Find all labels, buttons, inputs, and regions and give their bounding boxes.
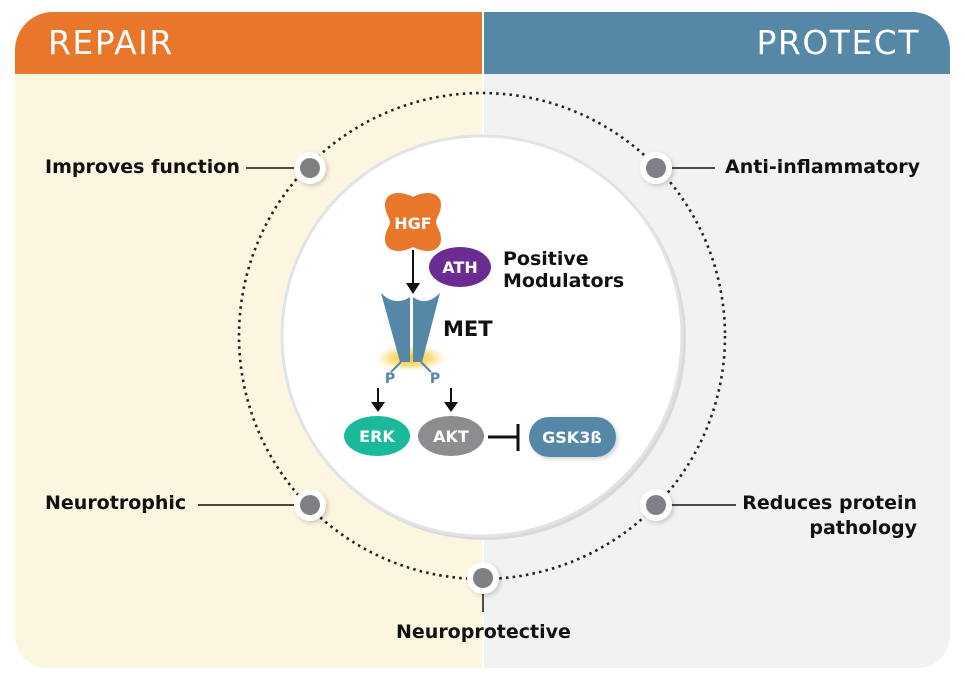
node-reduces-protein [640, 489, 672, 521]
protect-header-label: PROTECT [756, 23, 920, 62]
phospho-left: P [385, 371, 395, 387]
gsk3b-pill [529, 417, 616, 457]
node-neuroprotective [467, 562, 499, 594]
akt-oval [418, 416, 484, 456]
arrow-erk-head-icon [371, 402, 385, 412]
modulators-label-line2: Modulators [503, 270, 624, 292]
label-reduces-protein-line2: pathology [809, 517, 917, 539]
erk-oval [344, 416, 410, 456]
arrow-akt-head-icon [444, 402, 458, 412]
ath-label: ATH [442, 258, 477, 277]
met-label: MET [443, 317, 493, 341]
hgf-label: HGF [394, 214, 431, 233]
met-receptor [381, 293, 440, 373]
label-reduces-protein-line1: Reduces protein [742, 492, 917, 514]
orbit-dotted-circle [237, 91, 727, 581]
repair-header-label: REPAIR [48, 23, 174, 62]
ath-oval [429, 247, 491, 287]
akt-label: AKT [433, 427, 469, 446]
label-anti-inflammatory: Anti-inflammatory [725, 156, 920, 178]
phosphorylation-glow [375, 345, 447, 371]
modulators-label-line1: Positive [503, 248, 589, 270]
hgf-ligand: HGF [385, 193, 441, 251]
label-neurotrophic: Neurotrophic [45, 492, 187, 514]
node-improves-function [294, 152, 326, 184]
gsk3b-label: GSK3ß [542, 428, 602, 447]
arrow-head-icon [406, 283, 420, 294]
protect-header: PROTECT [484, 12, 950, 74]
repair-header: REPAIR [15, 12, 482, 74]
phospho-right: P [430, 371, 440, 387]
label-neuroprotective: Neuroprotective [396, 621, 571, 643]
erk-label: ERK [359, 427, 395, 446]
node-anti-inflammatory [640, 152, 672, 184]
label-improves-function: Improves function [45, 156, 240, 178]
node-neurotrophic [294, 489, 326, 521]
